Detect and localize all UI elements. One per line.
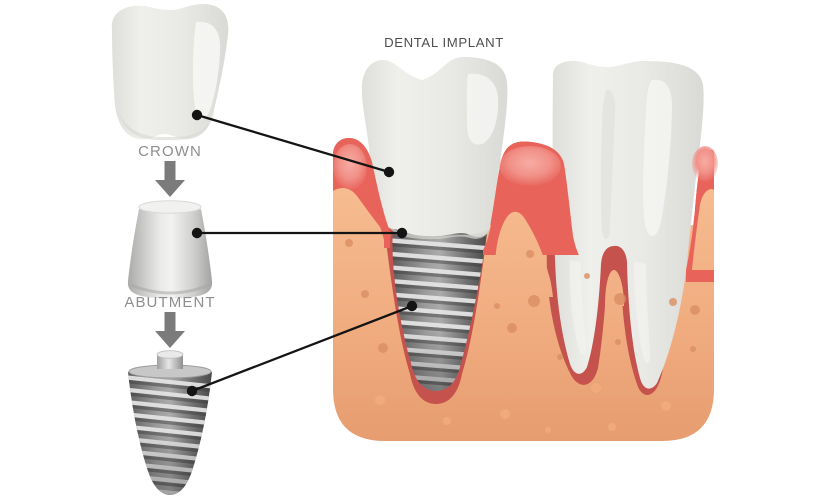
callout-dot	[191, 227, 203, 239]
abutment-bottom-rim	[130, 283, 210, 295]
callout-dot	[186, 385, 198, 397]
between-roots-lining	[597, 234, 632, 304]
screw-post-cover	[157, 360, 183, 369]
right-root-highlight	[634, 262, 651, 364]
callout-line-implant	[191, 304, 413, 393]
abutment-top-cap	[138, 200, 202, 214]
abutment-label: ABUTMENT	[124, 294, 215, 311]
gum-highlights	[333, 144, 718, 190]
diagram-title: DENTAL IMPLANT	[384, 35, 504, 50]
papilla-right	[692, 189, 714, 270]
abutment-body	[127, 209, 213, 299]
callout-dot	[406, 300, 418, 312]
screw-post-top	[156, 350, 184, 359]
implant-crown-bottom-shadow	[384, 223, 490, 240]
crown-highlight	[192, 21, 220, 119]
natural-tooth	[552, 60, 704, 389]
flow-arrow-1	[155, 161, 185, 197]
callout-line-crown	[196, 113, 390, 174]
callout-dot	[396, 227, 408, 239]
down-arrow-icon	[155, 161, 185, 197]
abutment-figure	[127, 200, 213, 299]
components-panel: CROWN ABUTMENT	[111, 4, 229, 495]
callout-dot	[191, 109, 203, 121]
flow-arrow-2	[155, 312, 185, 348]
bone-freckles	[345, 239, 700, 433]
callout-lines	[186, 109, 418, 397]
gum-highlight-right	[692, 146, 718, 182]
freckles-dark	[345, 239, 700, 360]
main-illustration: DENTAL IMPLANT	[333, 35, 718, 441]
gum-highlight-middle	[499, 146, 561, 186]
papilla-middle	[494, 211, 553, 297]
implant-crown	[361, 57, 508, 240]
implant-screw-figure	[128, 350, 212, 495]
crown-figure	[111, 4, 229, 141]
freckles-light	[375, 383, 671, 433]
callout-dot	[383, 166, 395, 178]
implant-crown-highlight	[466, 73, 499, 145]
natural-tooth-highlight	[643, 79, 672, 237]
gum-highlight-left	[333, 144, 367, 190]
left-root-highlight	[569, 260, 587, 356]
crown-label: CROWN	[138, 143, 202, 160]
down-arrow-icon	[155, 312, 185, 348]
natural-tooth-center-shadow	[600, 89, 616, 239]
